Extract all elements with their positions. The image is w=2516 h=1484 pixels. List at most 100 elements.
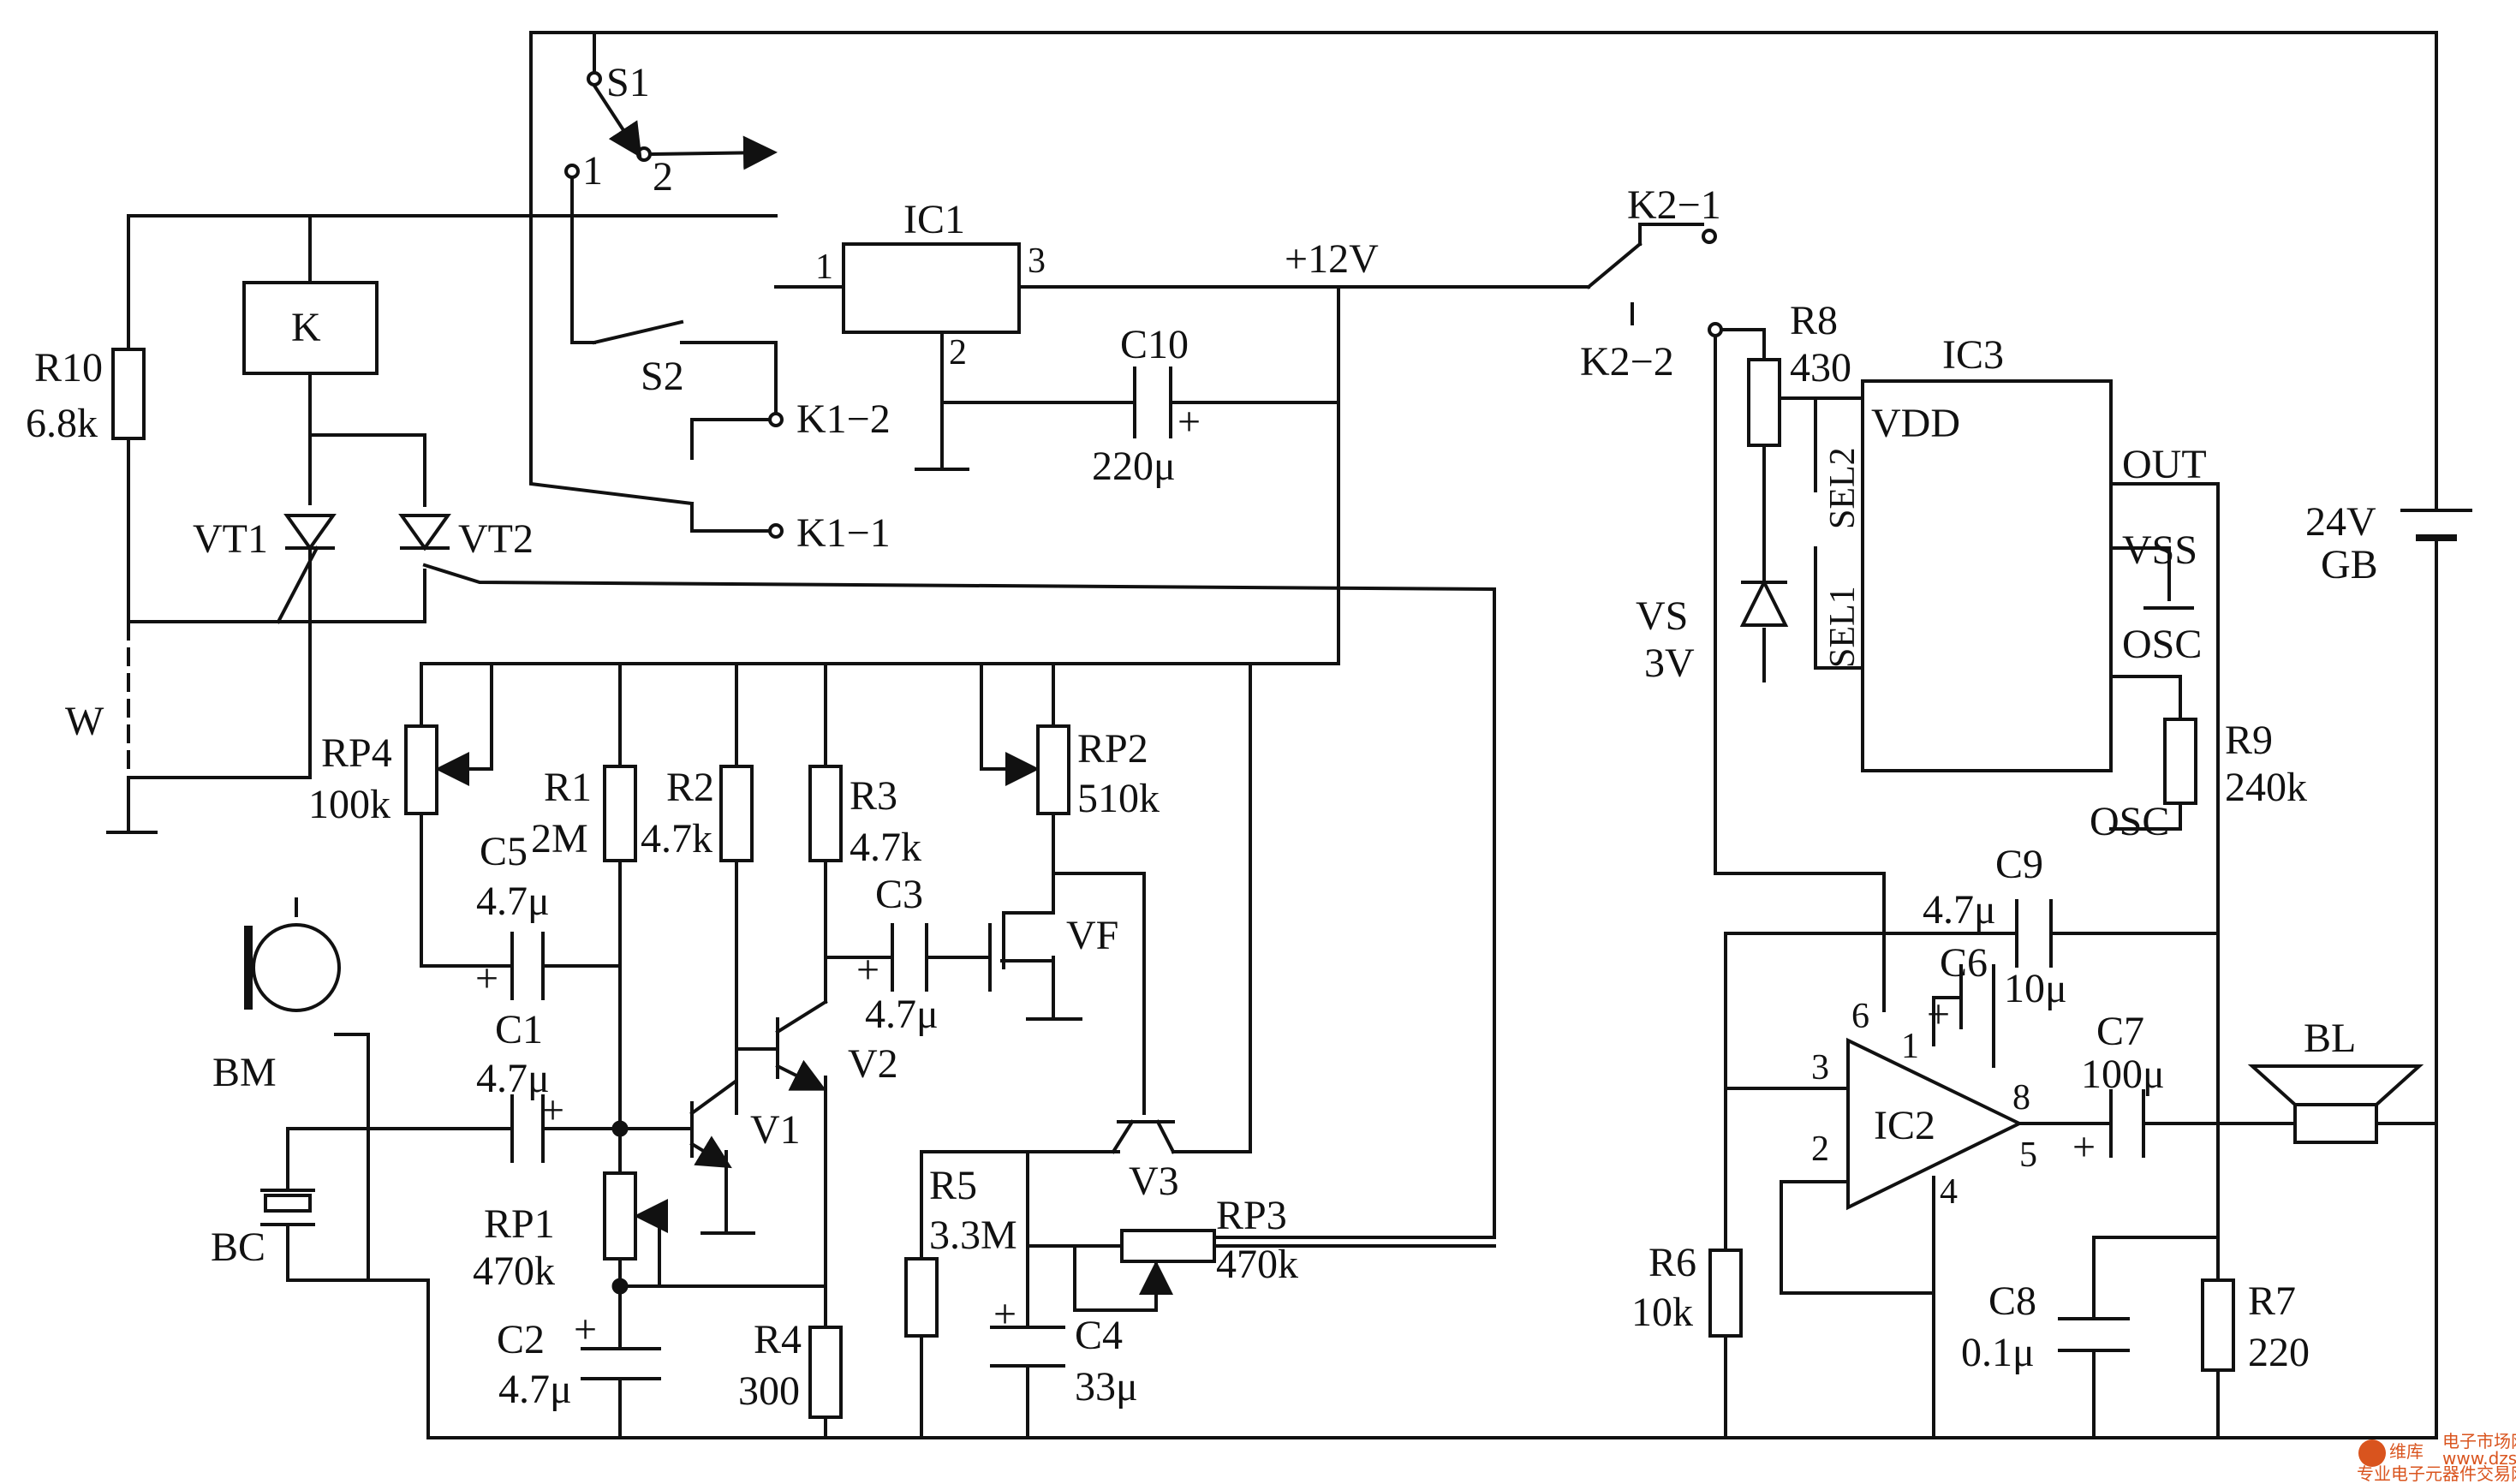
label-c4: C4 xyxy=(1075,1313,1123,1358)
label-k1-1: K1−1 xyxy=(796,510,891,556)
label-c6: C6 xyxy=(1940,940,1988,986)
label-c2-val: 4.7μ xyxy=(498,1367,572,1412)
bc-element xyxy=(264,1194,312,1213)
wire-rp4-bot xyxy=(420,812,514,968)
wire-c4-node xyxy=(1026,1150,1124,1248)
s1-output-arrow xyxy=(648,135,778,170)
label-rp4-val: 100k xyxy=(308,782,391,827)
ic1-box xyxy=(842,242,1021,334)
contact-dot xyxy=(1702,229,1717,244)
label-c5: C5 xyxy=(480,829,528,874)
label-v1: V1 xyxy=(750,1107,801,1153)
label-c4-val: 33μ xyxy=(1075,1364,1138,1410)
watermark-site: 电子市场网 xyxy=(2442,1431,2516,1451)
wire-bm-right xyxy=(334,1033,370,1282)
wire-r5-node xyxy=(920,1150,1120,1261)
label-ic2-pin3: 3 xyxy=(1811,1048,1829,1088)
capacitor-c4 xyxy=(990,1326,1065,1368)
label-c5-plus: + xyxy=(475,956,498,1001)
label-r7-val: 220 xyxy=(2248,1330,2310,1375)
label-r6-val: 10k xyxy=(1631,1290,1693,1335)
label-12v: +12V xyxy=(1285,236,1379,282)
label-s1: S1 xyxy=(606,60,650,105)
watermark-tagline: 专业电子元器件交易网站 xyxy=(2357,1463,2516,1484)
label-c3: C3 xyxy=(875,872,923,917)
label-k2-2: K2−2 xyxy=(1580,339,1674,384)
transistor-v3 xyxy=(1111,1119,1176,1154)
switch-s1 xyxy=(564,71,778,179)
s2-arm xyxy=(592,319,684,345)
vt1-gate xyxy=(276,545,319,624)
label-s1-pos1: 1 xyxy=(582,148,603,194)
label-r3-val: 4.7k xyxy=(850,825,921,870)
label-c9: C9 xyxy=(1995,842,2043,887)
resistor-rp4 xyxy=(404,724,438,815)
label-r10-val: 6.8k xyxy=(26,401,98,446)
label-ic1: IC1 xyxy=(903,197,965,242)
label-c1-plus: + xyxy=(541,1088,564,1133)
k2-1-arm xyxy=(1638,223,1704,246)
label-r4: R4 xyxy=(754,1317,802,1362)
label-r8: R8 xyxy=(1790,298,1838,343)
label-ic1-pin2: 2 xyxy=(949,333,967,372)
label-rp1-val: 470k xyxy=(473,1249,555,1294)
label-vdd: VDD xyxy=(1871,401,1960,446)
capacitor-c1 xyxy=(510,1094,545,1163)
label-s2: S2 xyxy=(641,354,684,399)
label-c10: C10 xyxy=(1120,322,1189,367)
label-ic3: IC3 xyxy=(1942,332,2004,378)
fet-vf xyxy=(988,911,1055,992)
label-vs: VS xyxy=(1636,593,1688,639)
label-c1-val: 4.7μ xyxy=(476,1056,550,1101)
ic3-box xyxy=(1861,379,2113,772)
k1-1-arm xyxy=(690,502,771,533)
label-vt1: VT1 xyxy=(193,516,268,562)
capacitor-c3 xyxy=(891,923,928,992)
label-c8: C8 xyxy=(1988,1278,2036,1324)
wire-out xyxy=(2109,482,2220,1239)
wire-osc xyxy=(2109,675,2182,721)
thyristor-vt2 xyxy=(398,514,451,551)
wire-s1-pos1 xyxy=(570,178,596,344)
label-r9-val: 240k xyxy=(2225,765,2307,810)
resistor-r10 xyxy=(111,348,146,440)
contact-dot xyxy=(1708,322,1723,337)
resistor-r1 xyxy=(603,765,637,862)
wire-bc-bot xyxy=(286,1223,430,1439)
label-c6-plus: + xyxy=(1927,992,1950,1037)
vt2-triangle xyxy=(398,514,451,551)
label-c6-val: 10μ xyxy=(2004,966,2067,1011)
transistor-v1 xyxy=(689,1047,738,1169)
contact-dot xyxy=(636,146,652,162)
label-w: W xyxy=(65,699,104,744)
label-r10: R10 xyxy=(34,345,103,390)
watermark-brand: 维库 xyxy=(2389,1441,2424,1462)
label-c2-plus: + xyxy=(574,1307,597,1352)
label-c4-plus: + xyxy=(993,1291,1017,1337)
capacitor-c8 xyxy=(2058,1317,2130,1352)
label-bl: BL xyxy=(2304,1016,2356,1061)
resistor-r6 xyxy=(1708,1249,1743,1338)
label-r6: R6 xyxy=(1649,1240,1696,1285)
buzzer-bc xyxy=(260,1189,315,1226)
watermark-url: www.dzsc.com xyxy=(2442,1448,2516,1469)
label-ic2-pin1: 1 xyxy=(1901,1027,1919,1066)
label-ic2-pin2: 2 xyxy=(1811,1129,1829,1169)
label-ic2-pin8: 8 xyxy=(2012,1078,2030,1117)
capacitor-c2 xyxy=(581,1347,661,1380)
label-v3: V3 xyxy=(1129,1159,1179,1204)
capacitor-c5 xyxy=(510,932,545,1000)
vt1-triangle xyxy=(283,514,337,551)
wire-c6-left xyxy=(1932,996,1963,1046)
speaker-bl xyxy=(2247,1064,2424,1144)
label-r5-val: 3.3M xyxy=(929,1213,1017,1258)
resistor-r5 xyxy=(904,1257,939,1338)
relay-contact-k2 xyxy=(1638,223,1723,337)
wire-vt-split xyxy=(308,433,426,507)
wire-rp2-wiper xyxy=(980,662,1041,771)
label-sel1: SEL1 xyxy=(1823,586,1863,668)
resistor-r8 xyxy=(1747,358,1781,447)
label-c1: C1 xyxy=(495,1007,543,1052)
label-c10-plus: + xyxy=(1178,399,1201,444)
